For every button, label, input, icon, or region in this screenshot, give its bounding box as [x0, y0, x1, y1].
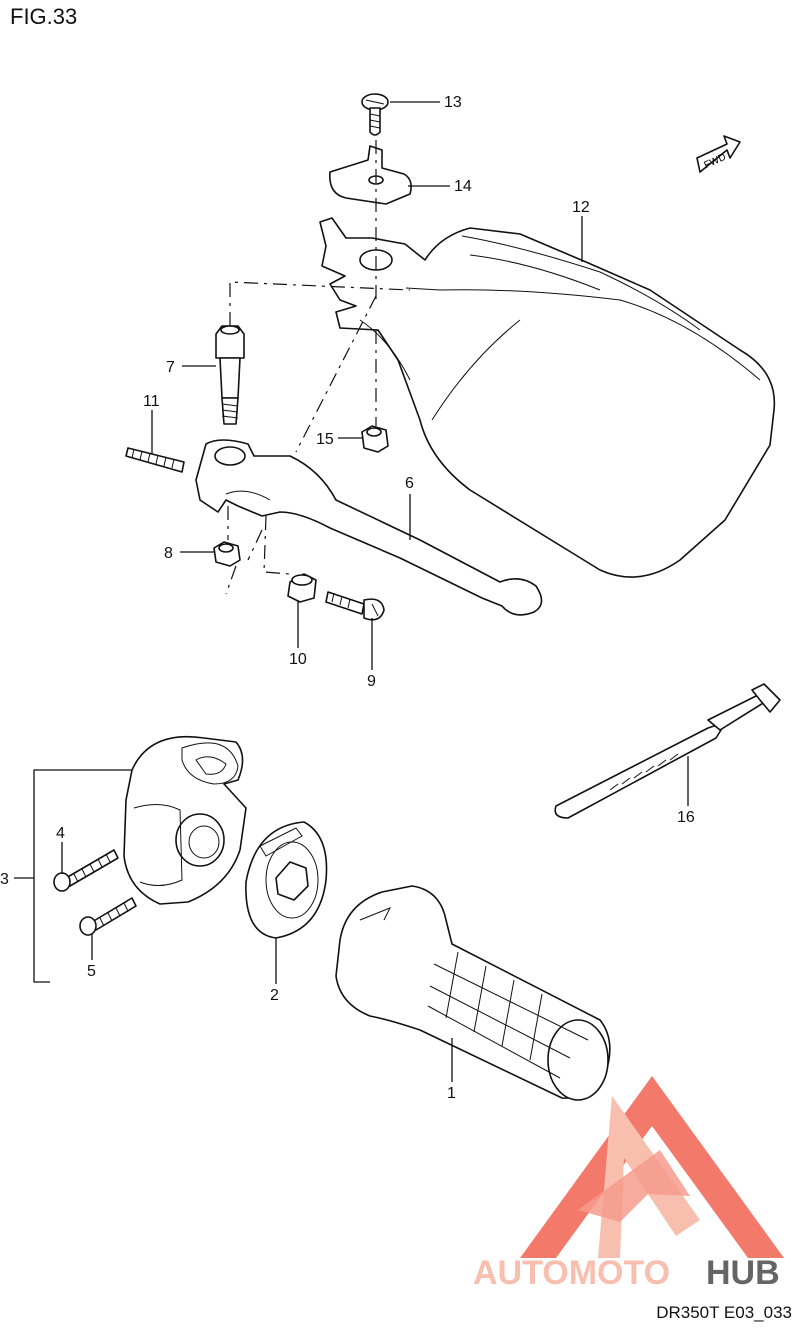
callout-12: 12 — [572, 199, 590, 216]
callout-numbers: 13 14 12 7 11 15 6 8 10 9 16 4 3 5 2 1 — [0, 94, 695, 1102]
part-1-grip — [335, 885, 611, 1101]
callout-10: 10 — [289, 651, 307, 668]
watermark-logo-icon: AUTOMOTO HUB — [473, 1076, 784, 1292]
part-15-nut — [361, 425, 389, 453]
callout-1: 1 — [447, 1085, 456, 1102]
callout-3: 3 — [0, 871, 9, 888]
watermark-text-hub: HUB — [706, 1254, 780, 1292]
centerlines — [225, 140, 411, 595]
part-12-hand-guard — [319, 217, 776, 578]
part-10-spacer — [287, 573, 317, 603]
part-13-screw — [361, 93, 389, 136]
leader-lines — [14, 101, 689, 1082]
callout-7: 7 — [166, 359, 175, 376]
callout-8: 8 — [164, 545, 173, 562]
figure-code: DR350T E03_033 — [656, 1303, 792, 1322]
part-16-cable-tie — [554, 683, 781, 819]
callout-6: 6 — [405, 475, 414, 492]
part-8-nut — [213, 541, 241, 567]
callout-15: 15 — [316, 431, 334, 448]
part-14-clamp — [329, 145, 412, 205]
figure-title: FIG.33 — [10, 4, 78, 29]
callout-4: 4 — [56, 825, 65, 842]
part-4-screw — [53, 849, 119, 892]
callout-14: 14 — [454, 178, 472, 195]
callout-11: 11 — [143, 393, 160, 410]
callout-16: 16 — [677, 809, 695, 826]
part-6-lever — [195, 439, 543, 616]
part-11-set-screw — [125, 447, 185, 473]
callout-13: 13 — [444, 94, 462, 111]
fwd-arrow-icon: FWD — [696, 135, 741, 173]
part-3-housing — [123, 735, 247, 905]
watermark-text-automoto: AUTOMOTO — [473, 1254, 670, 1292]
watermark-triangle-outer — [520, 1076, 784, 1258]
callout-9: 9 — [367, 673, 376, 690]
callout-5: 5 — [87, 963, 96, 980]
part-9-bolt — [325, 591, 385, 621]
part-7-pivot-bolt — [215, 325, 245, 425]
callout-2: 2 — [270, 987, 279, 1004]
part-5-screw — [79, 897, 137, 936]
part-2-pulley — [245, 821, 328, 939]
